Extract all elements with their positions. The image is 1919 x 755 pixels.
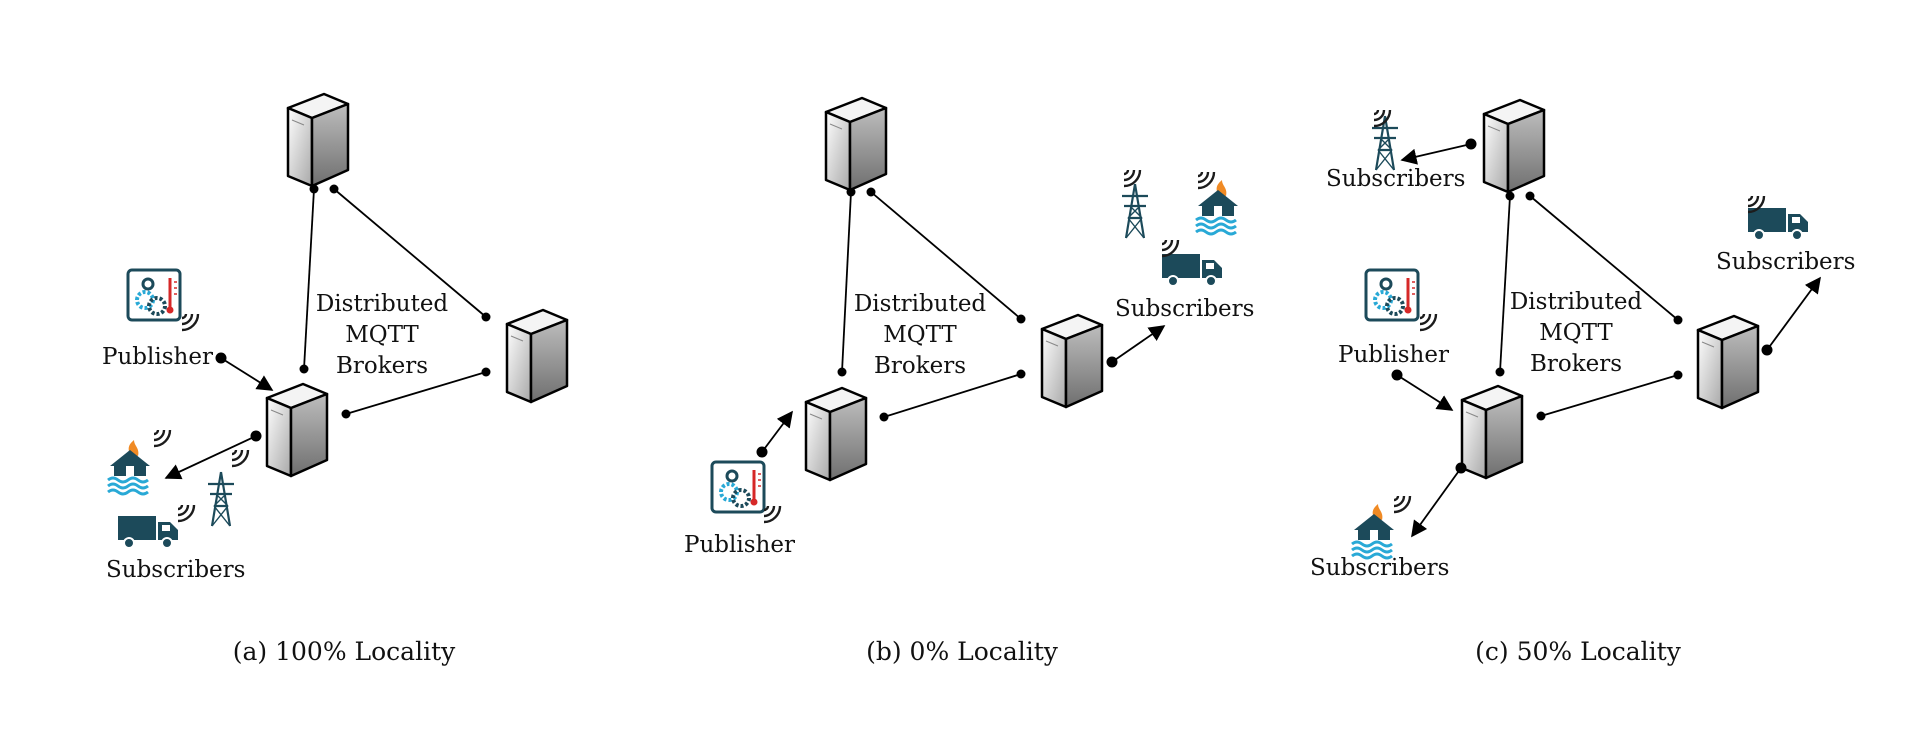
wireless-signal-icon <box>1372 108 1392 128</box>
broker-links <box>1499 195 1679 417</box>
panel-c: Distributed MQTT Brokers Subscribers Sub… <box>1310 98 1855 666</box>
subscribers-label-top: Subscribers <box>1326 166 1465 192</box>
wireless-signal-icon <box>230 448 250 468</box>
center-label-line1: Distributed <box>316 291 449 317</box>
power-tower-icon <box>206 470 236 528</box>
wireless-signal-icon <box>176 503 196 523</box>
publisher-label: Publisher <box>1338 342 1449 368</box>
broker-local-icon <box>265 382 329 478</box>
truck-icon <box>1161 253 1223 287</box>
center-label-line2: MQTT <box>1539 320 1613 346</box>
house-flood-fire-icon <box>106 438 152 496</box>
subscribers-label: Subscribers <box>106 557 245 583</box>
wireless-signal-icon <box>1160 238 1180 258</box>
center-label-line1: Distributed <box>854 291 987 317</box>
broker-links <box>303 188 487 415</box>
power-tower-icon <box>1370 114 1400 172</box>
center-label-line2: MQTT <box>883 322 957 348</box>
broker-top-icon <box>1482 98 1546 194</box>
broker-right-icon <box>1696 314 1760 410</box>
factory-sensor-icon <box>126 268 182 322</box>
panel-b: Distributed MQTT Brokers Publisher Subsc… <box>684 96 1254 666</box>
wireless-signal-icon <box>180 312 200 332</box>
publisher-label: Publisher <box>102 344 213 370</box>
broker-top-icon <box>824 96 888 192</box>
wireless-signal-icon <box>762 504 782 524</box>
subscribers-label-bottom: Subscribers <box>1310 555 1449 581</box>
truck-icon <box>1747 207 1809 241</box>
center-label-line1: Distributed <box>1510 289 1643 315</box>
center-label-line3: Brokers <box>336 353 428 379</box>
factory-sensor-icon <box>710 460 766 514</box>
caption-c: (c) 50% Locality <box>1475 637 1682 666</box>
factory-sensor-icon <box>1364 268 1420 322</box>
wireless-signal-icon <box>1196 170 1216 190</box>
broker-links <box>841 191 1022 418</box>
center-label-line2: MQTT <box>345 322 419 348</box>
house-flood-fire-icon <box>1350 502 1396 560</box>
wireless-signal-icon <box>1392 494 1412 514</box>
center-label-line3: Brokers <box>1530 351 1622 377</box>
broker-bottom-icon <box>804 386 868 482</box>
wireless-signal-icon <box>1418 312 1438 332</box>
broker-top-icon <box>286 92 350 188</box>
broker-right-icon <box>1040 313 1104 409</box>
wireless-signal-icon <box>152 428 172 448</box>
truck-icon <box>117 515 179 549</box>
wireless-signal-icon <box>1122 168 1142 188</box>
caption-b: (b) 0% Locality <box>866 637 1059 666</box>
center-label-line3: Brokers <box>874 353 966 379</box>
subscribers-label-right: Subscribers <box>1716 249 1855 275</box>
publisher-label: Publisher <box>684 532 795 558</box>
broker-local-icon <box>1460 384 1524 480</box>
caption-a: (a) 100% Locality <box>233 637 456 666</box>
power-tower-icon <box>1120 182 1150 240</box>
panel-a: Distributed MQTT Brokers Publisher Subsc… <box>102 92 569 666</box>
broker-right-icon <box>505 308 569 404</box>
subscribers-label: Subscribers <box>1115 296 1254 322</box>
